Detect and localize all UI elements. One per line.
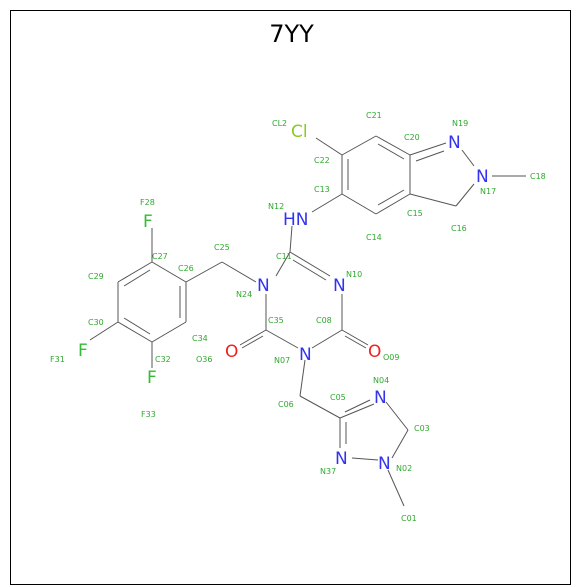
label-c13: C13 [314, 185, 330, 194]
label-n12: N12 [268, 202, 284, 211]
atom-n02: N [378, 454, 391, 474]
label-c27: C27 [152, 252, 168, 261]
label-c16: C16 [451, 224, 467, 233]
label-f33: F33 [141, 410, 156, 419]
atom-n24: N [257, 276, 270, 296]
atom-n04: N [374, 388, 387, 408]
label-c06: C06 [278, 400, 294, 409]
atom-n37: N [335, 449, 348, 469]
label-c35: C35 [268, 316, 284, 325]
atom-f31: F [78, 341, 88, 361]
label-c34: C34 [192, 334, 208, 343]
molecule-title: 7YY [269, 20, 314, 48]
atom-f28: F [143, 212, 153, 232]
label-f28: F28 [140, 198, 155, 207]
label-o36: O36 [196, 355, 212, 364]
atom-n12: HN [283, 210, 309, 230]
label-n04: N04 [373, 376, 389, 385]
label-c32: C32 [155, 355, 171, 364]
label-n17: N17 [480, 187, 496, 196]
label-c21: C21 [366, 111, 382, 120]
label-o09: O09 [383, 353, 399, 362]
label-c15: C15 [407, 209, 423, 218]
atom-f33: F [147, 368, 157, 388]
label-f31: F31 [50, 355, 65, 364]
label-c05: C05 [330, 393, 346, 402]
label-n10: N10 [346, 270, 362, 279]
label-c11: C11 [276, 252, 292, 261]
label-n37: N37 [320, 467, 336, 476]
label-n02: N02 [396, 464, 412, 473]
heteroatom-layer: Cl F F F HN N N N N N N N N O O [78, 122, 489, 474]
atom-o36: O [225, 342, 238, 362]
viewer-frame [10, 10, 571, 585]
label-n07: N07 [274, 356, 290, 365]
label-c18: C18 [530, 172, 546, 181]
label-n19: N19 [452, 119, 468, 128]
label-c14: C14 [366, 233, 382, 242]
atom-cl2: Cl [291, 122, 308, 142]
label-c20: C20 [404, 133, 420, 142]
label-c30: C30 [88, 318, 104, 327]
atom-n10: N [333, 276, 346, 296]
bond-layer [89, 135, 526, 507]
label-n24: N24 [236, 290, 252, 299]
atom-o09: O [368, 342, 381, 362]
label-cl2: CL2 [272, 119, 287, 128]
label-c29: C29 [88, 272, 104, 281]
label-c03: C03 [414, 424, 430, 433]
atom-n17: N [476, 167, 489, 187]
label-c01: C01 [401, 514, 417, 523]
label-c22: C22 [314, 156, 330, 165]
atom-label-layer: CL2 F28 F31 F33 N12 N19 N17 N24 N10 N07 … [50, 111, 546, 523]
label-c26: C26 [178, 264, 194, 273]
atom-n19: N [448, 133, 461, 153]
label-c25: C25 [214, 243, 230, 252]
atom-n07: N [299, 345, 312, 365]
label-c08: C08 [316, 316, 332, 325]
